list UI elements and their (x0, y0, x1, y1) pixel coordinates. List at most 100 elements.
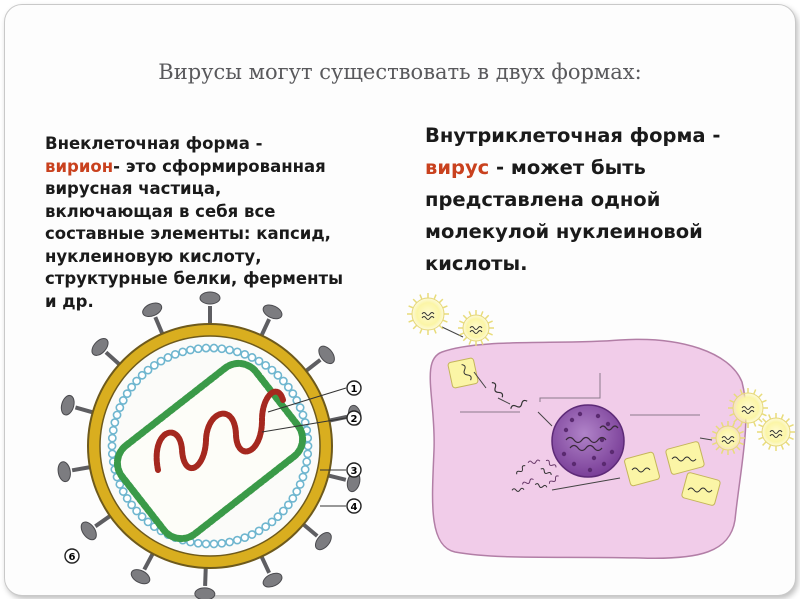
capsid-bead (278, 376, 288, 386)
capsid-bead (115, 480, 125, 489)
capsid-bead (288, 493, 298, 503)
ribosome-strand (516, 465, 526, 475)
ribosome-strand (527, 459, 541, 464)
nucleus-chromatin (561, 411, 615, 473)
endosome-4 (681, 472, 721, 506)
capsid-bead (247, 530, 257, 539)
capsid-bead (303, 449, 313, 459)
capsid-bead (240, 533, 250, 543)
virion-glow-ray (735, 425, 741, 431)
nucleocapsid-core (113, 359, 307, 543)
virion-body (732, 392, 764, 424)
callout-line-1 (267, 387, 347, 413)
capsid-bead (132, 506, 142, 516)
chromatin-dot (601, 461, 607, 467)
virion-term: вирион (45, 156, 114, 176)
capsid-bead (283, 500, 293, 510)
virion-glow-ray (484, 314, 490, 320)
virion-genome (421, 312, 435, 316)
virion-glow-ray (480, 339, 484, 345)
endosome-3 (665, 441, 705, 475)
spike-head (130, 569, 151, 585)
virion-glow-ray (438, 298, 444, 304)
virion-glow-ray (419, 294, 423, 300)
label-6-text: 6 (69, 552, 76, 563)
endosome-1 (447, 357, 479, 389)
capsid-bead (273, 370, 283, 380)
virion-genome (741, 410, 755, 414)
spike-head (142, 302, 163, 318)
spike-head (194, 587, 216, 599)
chromatin-dot (605, 421, 611, 427)
virion-glow-ray (462, 336, 468, 342)
cell-diagram (407, 293, 795, 560)
capsid-bead (273, 512, 283, 522)
capsid-bead (209, 343, 219, 353)
capsid-bead (132, 376, 142, 386)
capsid-bead (267, 365, 277, 375)
virus-term: вирус (425, 156, 490, 179)
capsid-bead (240, 349, 250, 359)
capsid-bead (122, 493, 132, 503)
virion-genome (721, 436, 735, 440)
capsid-bead (278, 506, 288, 516)
capsid-bead (193, 344, 203, 354)
virion-glow-ray (484, 336, 490, 342)
rna-strand (153, 388, 286, 473)
virion-glow-ray (433, 328, 437, 334)
chromatin-dot (599, 437, 605, 443)
nucleus-viral-rna-2 (569, 444, 603, 452)
capsid-bead (137, 512, 147, 522)
ribosome-strand (545, 459, 557, 468)
capsid-bead (295, 480, 305, 489)
ribosome-strand (534, 483, 548, 488)
virus-line-1: Внутриклеточная форма - (425, 124, 721, 147)
capsid-bead (122, 389, 132, 399)
endosome-2 (624, 451, 660, 487)
virion-glow-ray (785, 441, 790, 446)
spike-head (314, 532, 332, 551)
virion-glow-ray (753, 421, 757, 427)
virion-glow-ray (731, 422, 736, 428)
label-2: 2 (346, 410, 362, 426)
virion-glow-ray (738, 430, 744, 435)
label-4-text: 4 (351, 502, 358, 513)
virus-description: Внутриклеточная форма - вирус - может бы… (425, 120, 765, 280)
virion-line-7: структурные белки, ферменты (45, 269, 343, 288)
virion-glow-ray (712, 430, 718, 435)
virus-line-5: кислоты. (425, 252, 528, 275)
spike-head (262, 572, 283, 588)
virion-glow-ray (720, 422, 725, 428)
virus-line-3: представлена одной (425, 188, 661, 211)
virion-line-8: и др. (45, 291, 94, 311)
ribosome-strand (540, 468, 552, 475)
chromatin-dot (587, 467, 593, 473)
callout-line-2 (261, 417, 347, 433)
free-virion (728, 388, 768, 428)
er-line-1 (539, 373, 601, 402)
capsid-bead (137, 370, 147, 380)
label-1: 1 (346, 380, 362, 396)
virion-glow-ray (462, 314, 468, 320)
ribosome-strand (511, 487, 525, 492)
capsid-bead (170, 349, 180, 359)
capsid-bead (108, 425, 118, 435)
capsid-bead (118, 487, 128, 496)
virion-genome (741, 406, 755, 410)
spike-head (57, 461, 71, 483)
virion-glow-ray (442, 305, 448, 309)
viral-genome-2 (510, 399, 528, 409)
virion-glow-ray (412, 324, 418, 330)
cell-nucleus (551, 404, 625, 478)
capsid-bead (225, 537, 235, 547)
virion-glow-ray (487, 320, 493, 324)
virion-glow-ray (715, 445, 721, 451)
virion-glow-ray (761, 413, 767, 417)
virion-genome (721, 440, 735, 444)
capsid-bead (193, 538, 203, 548)
virion-genome (469, 330, 483, 334)
virion-glow-ray (720, 448, 725, 454)
virion-glow-ray (758, 436, 764, 440)
capsid-bead (295, 403, 305, 412)
